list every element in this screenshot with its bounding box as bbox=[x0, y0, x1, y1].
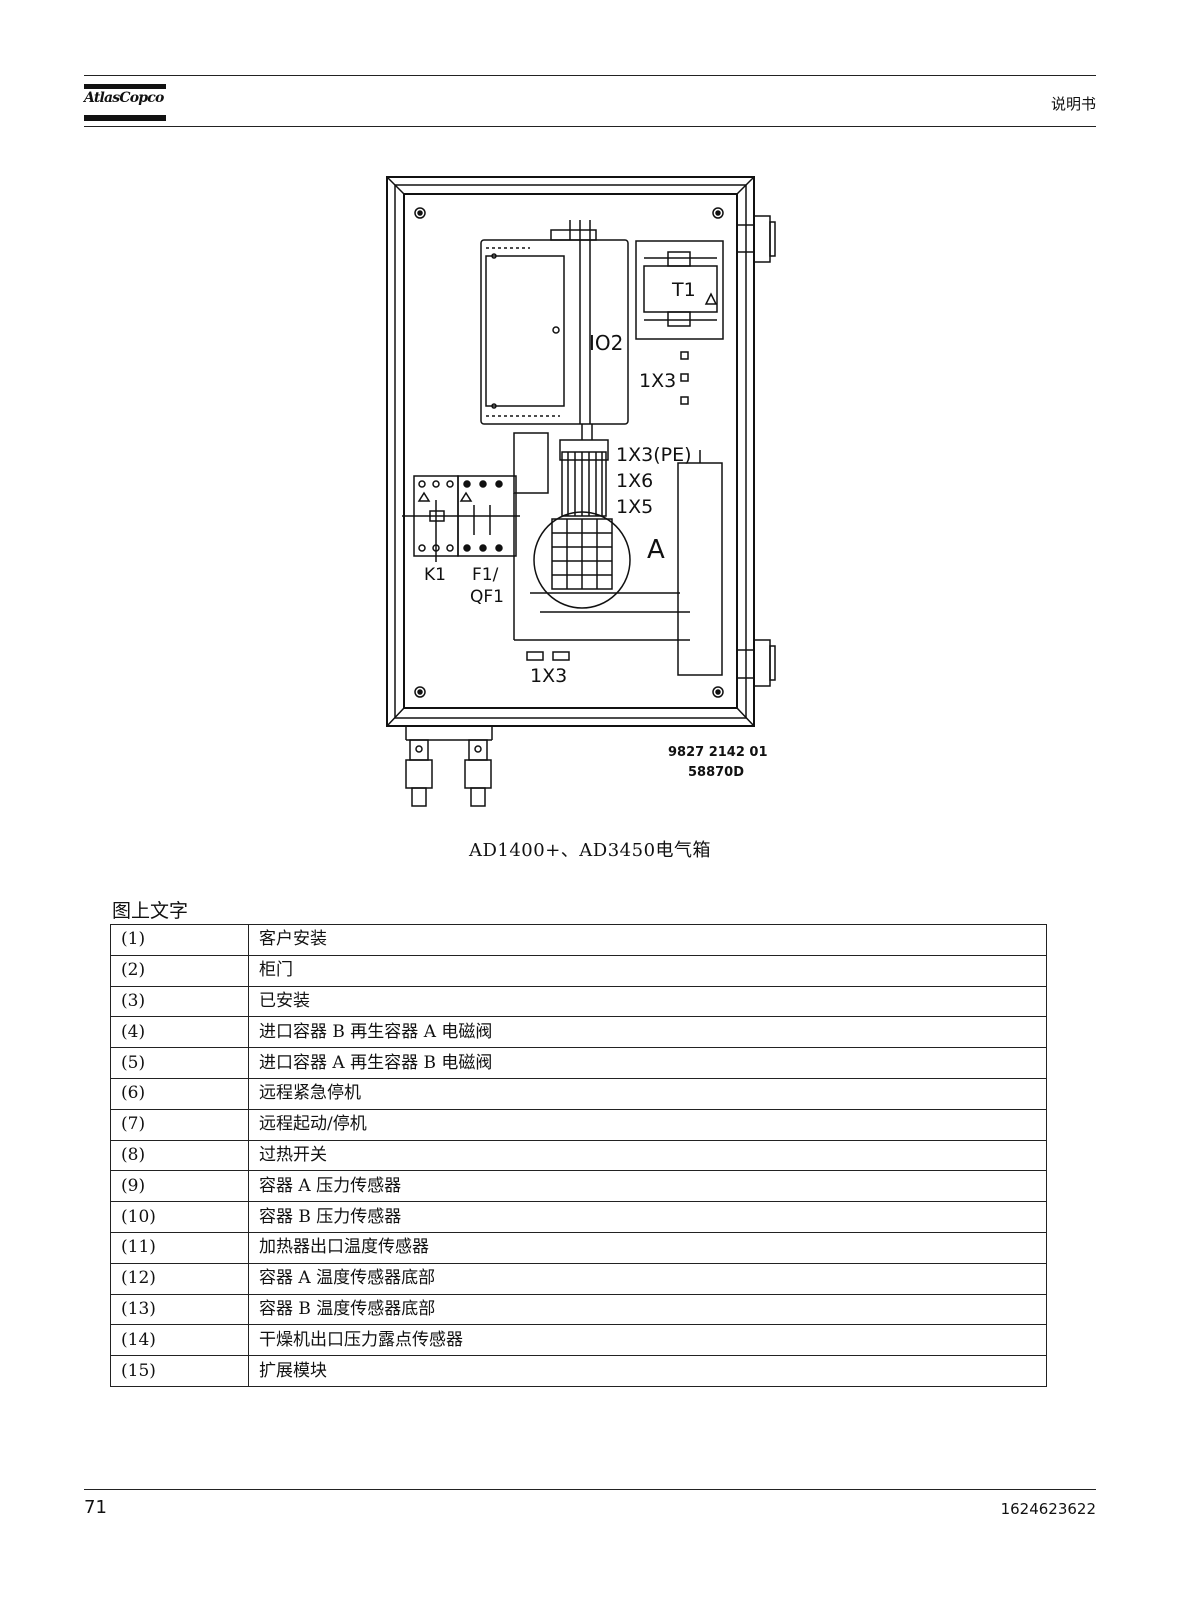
legend-heading: 图上文字 bbox=[112, 900, 189, 922]
legend-table: (1)客户安装(2)柜门(3)已安装(4)进口容器 B 再生容器 A 电磁阀(5… bbox=[110, 924, 1047, 1387]
legend-number: (9) bbox=[110, 1170, 249, 1203]
legend-number: (3) bbox=[110, 985, 249, 1018]
legend-number: (12) bbox=[110, 1262, 249, 1295]
label-qf1: QF1 bbox=[470, 587, 504, 607]
legend-row: (13)容器 B 温度传感器底部 bbox=[110, 1293, 1047, 1326]
legend-row: (4)进口容器 B 再生容器 A 电磁阀 bbox=[110, 1016, 1047, 1049]
legend-text: 加热器出口温度传感器 bbox=[248, 1231, 1047, 1264]
legend-text: 进口容器 A 再生容器 B 电磁阀 bbox=[248, 1047, 1047, 1079]
legend-number: (11) bbox=[110, 1231, 249, 1264]
drawing-code: 58870D bbox=[688, 765, 744, 780]
legend-row: (15)扩展模块 bbox=[110, 1355, 1047, 1387]
drawing-number: 9827 2142 01 bbox=[668, 745, 768, 760]
legend-text: 远程紧急停机 bbox=[248, 1077, 1047, 1110]
header-rule-bottom bbox=[84, 126, 1096, 127]
label-k1: K1 bbox=[424, 565, 446, 585]
legend-number: (4) bbox=[110, 1016, 249, 1049]
legend-row: (5)进口容器 A 再生容器 B 电磁阀 bbox=[110, 1047, 1047, 1079]
legend-text: 进口容器 B 再生容器 A 电磁阀 bbox=[248, 1016, 1047, 1049]
legend-text: 柜门 bbox=[248, 954, 1047, 987]
atlas-copco-logo: AtlasCopco bbox=[84, 84, 166, 124]
legend-text: 已安装 bbox=[248, 985, 1047, 1018]
document-number: 1624623622 bbox=[1000, 1500, 1096, 1518]
header-title: 说明书 bbox=[1050, 95, 1096, 113]
header-rule-top bbox=[84, 75, 1096, 76]
legend-number: (2) bbox=[110, 954, 249, 987]
legend-row: (10)容器 B 压力传感器 bbox=[110, 1201, 1047, 1233]
legend-number: (5) bbox=[110, 1047, 249, 1079]
legend-text: 过热开关 bbox=[248, 1139, 1047, 1172]
label-1x6: 1X6 bbox=[616, 470, 653, 492]
legend-number: (10) bbox=[110, 1201, 249, 1233]
electrical-box-diagram: IO2 T1 1X3 1X3(PE) 1X6 1X5 A K1 F1/ QF1 … bbox=[386, 176, 776, 807]
legend-number: (13) bbox=[110, 1293, 249, 1326]
legend-text: 容器 A 温度传感器底部 bbox=[248, 1262, 1047, 1295]
page-number: 71 bbox=[84, 1497, 107, 1518]
legend-number: (8) bbox=[110, 1139, 249, 1172]
legend-number: (7) bbox=[110, 1108, 249, 1141]
legend-number: (1) bbox=[110, 924, 249, 956]
label-io2: IO2 bbox=[589, 331, 623, 355]
legend-row: (14)干燥机出口压力露点传感器 bbox=[110, 1324, 1047, 1357]
legend-number: (14) bbox=[110, 1324, 249, 1357]
label-1x3-pe: 1X3(PE) bbox=[616, 444, 691, 466]
legend-row: (9)容器 A 压力传感器 bbox=[110, 1170, 1047, 1203]
legend-text: 扩展模块 bbox=[248, 1355, 1047, 1387]
legend-text: 干燥机出口压力露点传感器 bbox=[248, 1324, 1047, 1357]
legend-row: (11)加热器出口温度传感器 bbox=[110, 1231, 1047, 1264]
legend-text: 容器 A 压力传感器 bbox=[248, 1170, 1047, 1203]
legend-row: (3)已安装 bbox=[110, 985, 1047, 1018]
legend-row: (8)过热开关 bbox=[110, 1139, 1047, 1172]
legend-row: (6)远程紧急停机 bbox=[110, 1077, 1047, 1110]
legend-text: 客户安装 bbox=[248, 924, 1047, 956]
label-detail-a: A bbox=[647, 535, 665, 565]
legend-text: 容器 B 压力传感器 bbox=[248, 1201, 1047, 1233]
footer-rule bbox=[84, 1489, 1096, 1490]
label-t1: T1 bbox=[671, 279, 696, 301]
legend-number: (15) bbox=[110, 1355, 249, 1387]
legend-text: 容器 B 温度传感器底部 bbox=[248, 1293, 1047, 1326]
label-1x3-bottom: 1X3 bbox=[530, 665, 567, 687]
legend-row: (1)客户安装 bbox=[110, 924, 1047, 956]
figure-caption: AD1400+、AD3450电气箱 bbox=[468, 840, 712, 861]
label-1x5: 1X5 bbox=[616, 496, 653, 518]
label-1x3-right: 1X3 bbox=[639, 370, 676, 392]
legend-text: 远程起动/停机 bbox=[248, 1108, 1047, 1141]
legend-row: (7)远程起动/停机 bbox=[110, 1108, 1047, 1141]
logo-text: AtlasCopco bbox=[84, 90, 164, 106]
legend-row: (12)容器 A 温度传感器底部 bbox=[110, 1262, 1047, 1295]
logo-bar-top bbox=[84, 84, 166, 89]
logo-bar-bottom bbox=[84, 115, 166, 121]
label-f1: F1/ bbox=[472, 565, 499, 585]
legend-number: (6) bbox=[110, 1077, 249, 1110]
legend-row: (2)柜门 bbox=[110, 954, 1047, 987]
